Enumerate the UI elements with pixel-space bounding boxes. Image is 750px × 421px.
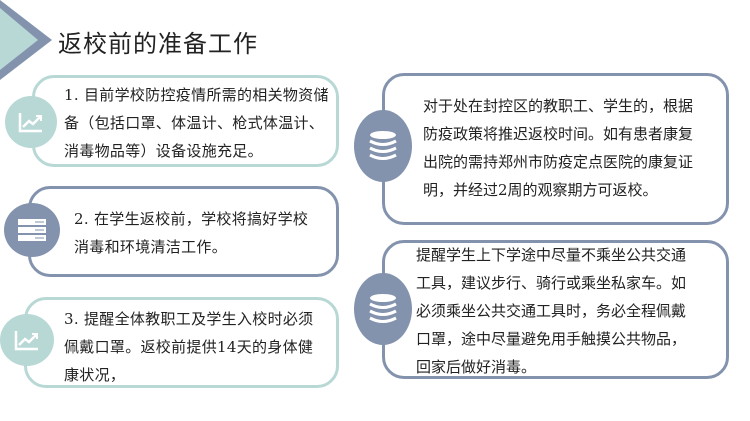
item-text-4: 对于处在封控区的教职工、学生的，根据 防疫政策将推迟返校时间。如有患者康复 出院… [423, 92, 693, 204]
text-line: 康状况， [64, 366, 126, 384]
trend-chart-icon [0, 314, 54, 366]
text-line: 明，并经过2周的观察期方可返校。 [423, 181, 658, 199]
text-line: 备（包括口罩、体温计、枪式体温计、 [64, 114, 325, 132]
item-card-4 [382, 73, 729, 225]
text-line: 防疫政策将推迟返校时间。如有患者康复 [423, 125, 694, 143]
text-line: 佩戴口罩。返校前提供14天的身体健 [64, 338, 314, 356]
title-arrow-decoration [0, 0, 52, 80]
server-icon [4, 203, 60, 257]
trend-chart-icon [5, 96, 57, 148]
item-card-3 [24, 297, 339, 388]
text-line: 出院的需持郑州市防疫定点医院的康复证 [423, 153, 694, 171]
text-line: 必须乘坐公共交通工具时，务必全程佩戴 [416, 302, 687, 320]
item-text-3: 3. 提醒全体教职工及学生入校时必须 佩戴口罩。返校前提供14天的身体健 康状况… [64, 305, 313, 389]
database-icon [354, 273, 412, 345]
text-line: 工具，建议步行、骑行或乘坐私家车。如 [416, 274, 687, 292]
text-line: 2. 在学生返校前，学校将搞好学校 [74, 210, 309, 228]
text-line: 口罩，途中尽量避免用手触摸公共物品， [416, 330, 687, 348]
item-text-1: 1. 目前学校防控疫情所需的相关物资储 备（包括口罩、体温计、枪式体温计、 消毒… [64, 81, 329, 165]
text-line: 消毒和环境清洁工作。 [74, 238, 228, 256]
text-line: 提醒学生上下学途中尽量不乘坐公共交通 [416, 246, 687, 264]
item-text-5: 提醒学生上下学途中尽量不乘坐公共交通 工具，建议步行、骑行或乘坐私家车。如 必须… [416, 242, 686, 382]
text-line: 1. 目前学校防控疫情所需的相关物资储 [64, 86, 329, 104]
text-line: 3. 提醒全体教职工及学生入校时必须 [64, 310, 314, 328]
item-text-2: 2. 在学生返校前，学校将搞好学校 消毒和环境清洁工作。 [74, 205, 308, 261]
text-line: 对于处在封控区的教职工、学生的，根据 [423, 97, 694, 115]
item-card-2 [28, 186, 339, 277]
item-card-1 [32, 75, 339, 167]
page-title: 返校前的准备工作 [58, 30, 258, 58]
item-card-5 [382, 240, 729, 379]
database-icon [354, 110, 412, 182]
text-line: 回家后做好消毒。 [416, 358, 537, 376]
text-line: 消毒物品等）设备设施充足。 [64, 142, 263, 160]
